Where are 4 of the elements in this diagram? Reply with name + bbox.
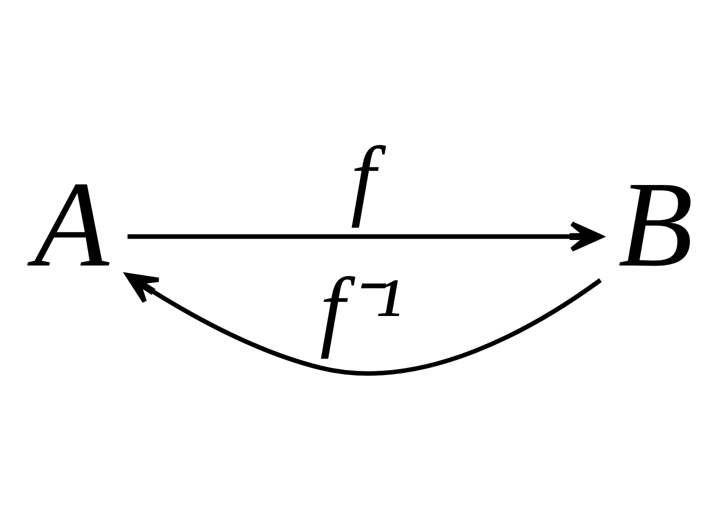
arrow [128, 221, 603, 252]
arrow [125, 272, 602, 376]
node-text: B [618, 155, 694, 292]
edge-label: f⁻¹ [320, 259, 402, 360]
